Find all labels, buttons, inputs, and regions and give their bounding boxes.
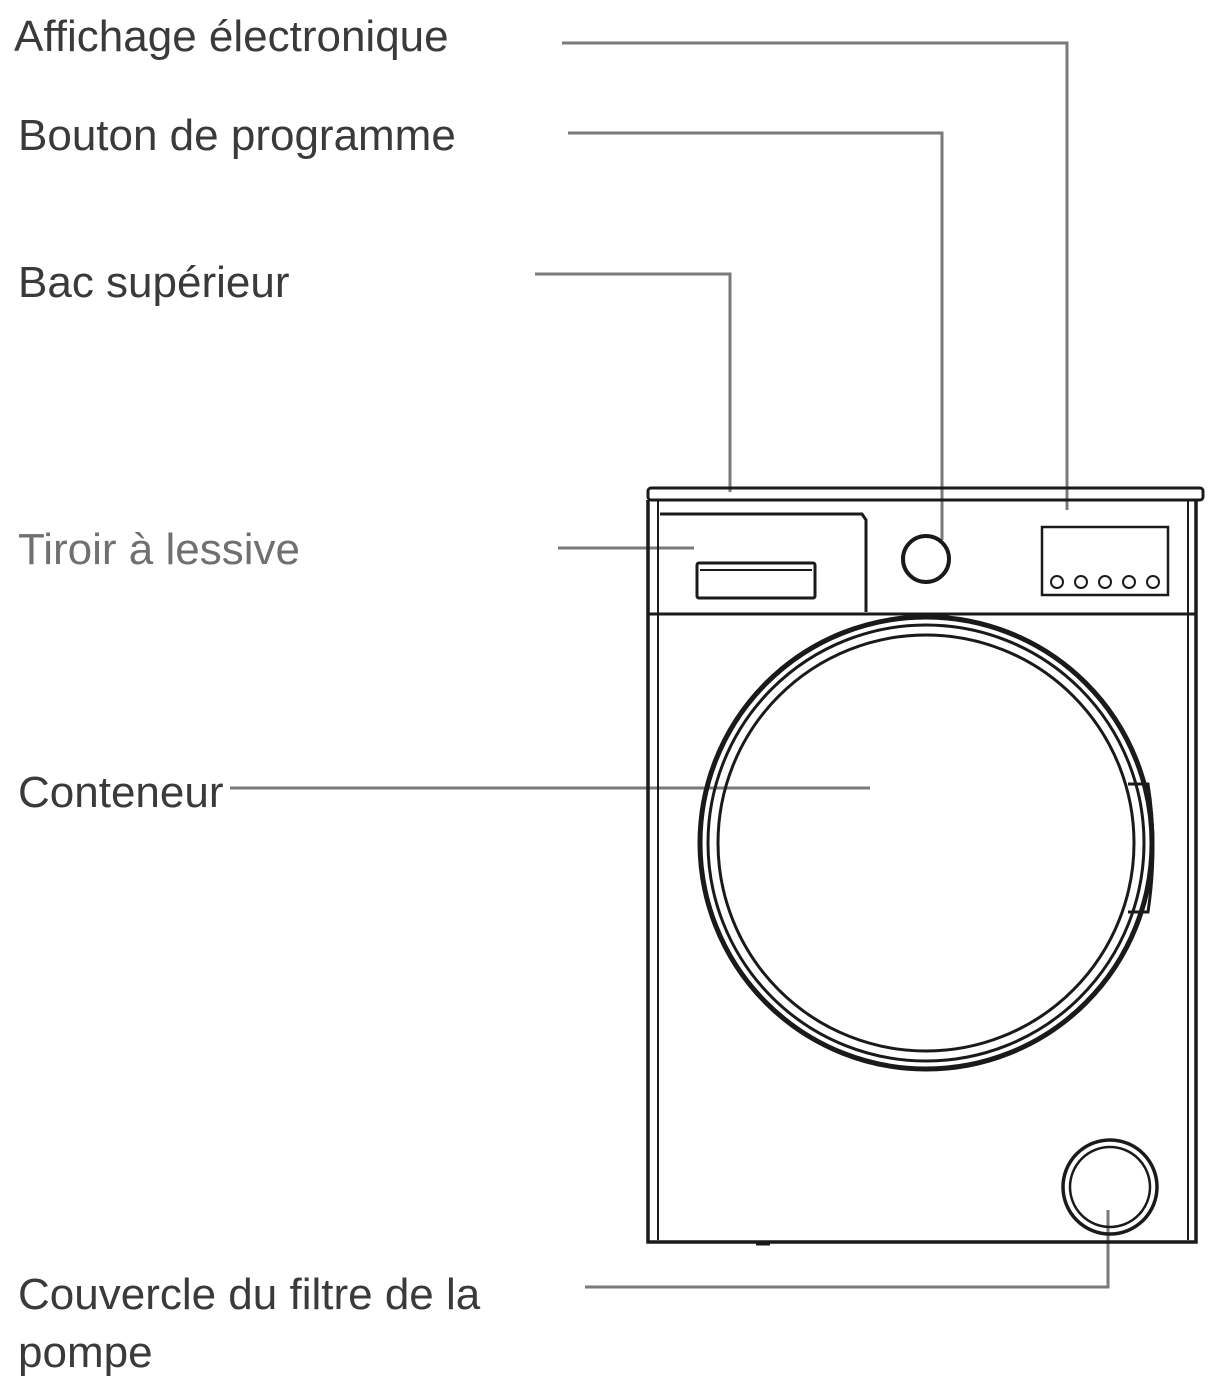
detergent-drawer-handle — [695, 561, 817, 600]
leader-lines — [230, 41, 1110, 1289]
top-cover — [646, 486, 1205, 502]
display-buttons — [1050, 575, 1160, 589]
display-button — [1098, 575, 1112, 589]
label-program-knob: Bouton de programme — [18, 111, 456, 160]
label-pump-filter-cover: Couvercle du filtre de la pompe — [18, 1270, 481, 1377]
display-button — [1050, 575, 1064, 589]
label-detergent-drawer: Tiroir à lessive — [18, 525, 300, 574]
pump-filter-cover-icon — [1061, 1138, 1159, 1236]
display-button — [1122, 575, 1136, 589]
display-button — [1074, 575, 1088, 589]
detergent-drawer-front — [660, 512, 868, 612]
cabinet-outline — [646, 500, 1198, 1244]
door-glass — [716, 633, 1136, 1053]
door-ring — [706, 623, 1146, 1063]
label-electronic-display: Affichage électronique — [14, 12, 449, 61]
door-outer-ring — [697, 614, 1155, 1072]
pump-filter-cover-inner — [1068, 1145, 1152, 1229]
leader-line-program-knob — [568, 131, 944, 540]
washing-machine — [646, 486, 1205, 1246]
leader-line-pump-filter — [585, 1210, 1110, 1289]
electronic-display-panel — [1040, 525, 1170, 597]
label-top-cover: Bac supérieur — [18, 258, 290, 307]
door-handle-icon — [1128, 782, 1155, 914]
leader-line-top-cover — [535, 272, 732, 492]
label-drum: Conteneur — [18, 768, 224, 817]
leader-line-display — [562, 41, 1069, 510]
display-button — [1146, 575, 1160, 589]
program-knob-icon — [901, 534, 951, 584]
